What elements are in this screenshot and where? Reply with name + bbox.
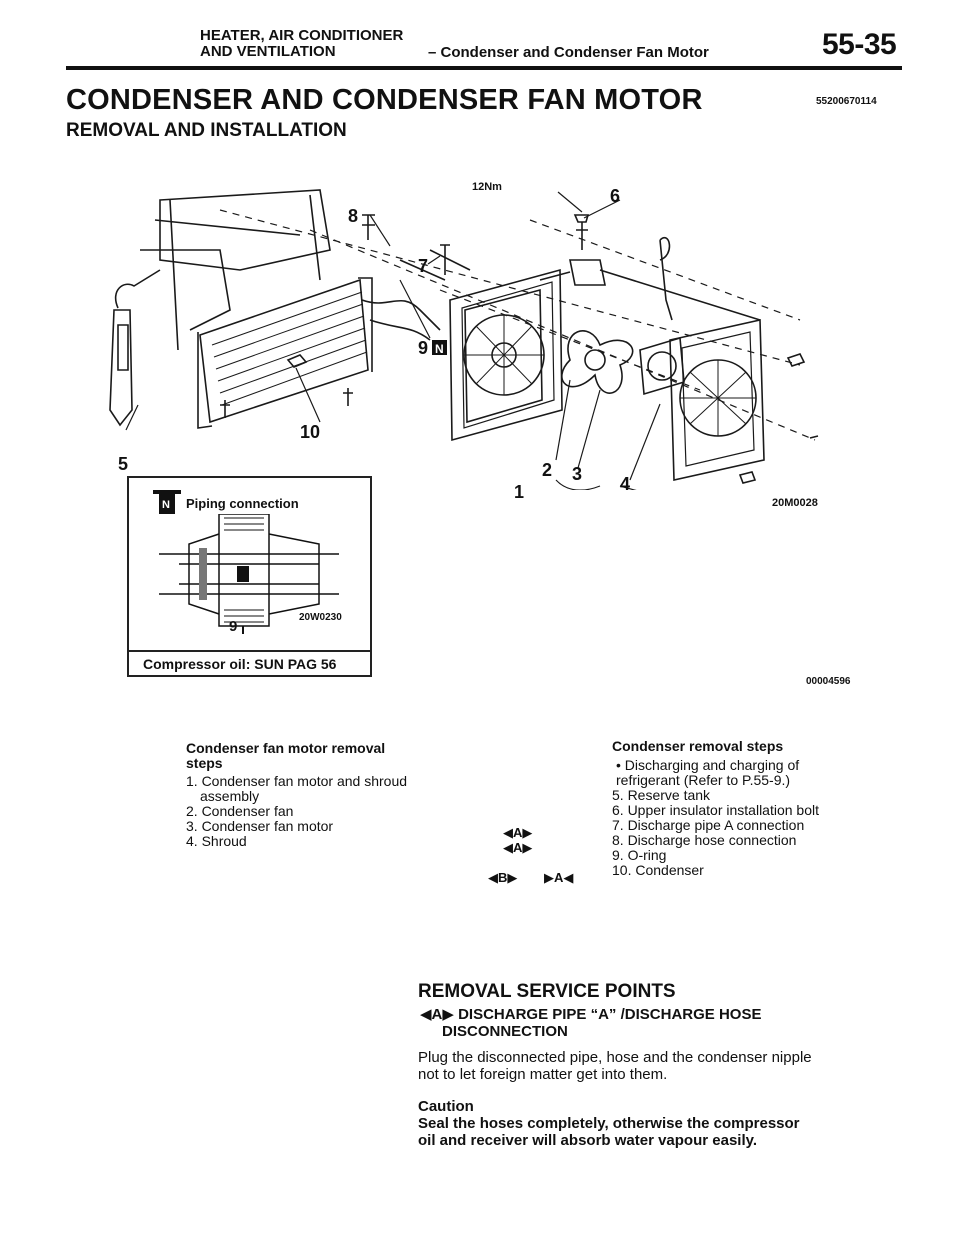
fan-motor-removal-steps: Condenser fan motor removal steps 1. Con… [186, 741, 407, 849]
callout-6: 6 [610, 186, 620, 206]
fan-shroud-rear [669, 319, 765, 481]
new-part-badge-icon: N [153, 490, 181, 514]
cond-step-item: 8. Discharge hose connection [612, 832, 797, 848]
page-title: CONDENSER AND CONDENSER FAN MOTOR [66, 84, 703, 116]
inset-part-number: 9 [229, 618, 238, 635]
service-mark-step-10-install: ▶A◀ [544, 870, 574, 885]
caution-line-2: oil and receiver will absorb water vapou… [418, 1132, 758, 1149]
bolt-6 [573, 214, 590, 250]
header-section-line2: AND VENTILATION [200, 43, 336, 60]
callout-8: 8 [348, 206, 358, 226]
cond-step-item: • Discharging and charging of [616, 757, 800, 773]
caution-block: Caution Seal the hoses completely, other… [418, 1098, 918, 1149]
service-point-line-2: DISCONNECTION [442, 1023, 568, 1040]
callout-torque: 12Nm [472, 181, 502, 193]
caution-label: Caution [418, 1098, 474, 1115]
cond-steps-heading: Condenser removal steps [612, 738, 784, 754]
inset-separator [129, 650, 370, 652]
cond-step-item: 5. Reserve tank [612, 787, 711, 803]
radiator-frame [449, 268, 563, 442]
callout-1: 1 [514, 482, 525, 502]
cond-step-item: 9. O-ring [612, 847, 667, 863]
piping-connection-inset: N Piping connection 9 20W0230 Compressor… [127, 476, 372, 677]
inset-code: 20W0230 [299, 612, 342, 623]
cond-step-item: 10. Condenser [612, 862, 704, 878]
discharge-pipe [361, 299, 441, 341]
cond-step-item: refrigerant (Refer to P.55-9.) [616, 772, 791, 788]
page-subtitle: REMOVAL AND INSTALLATION [66, 120, 347, 141]
fan-steps-heading-2: steps [186, 755, 223, 771]
callout-9-badge-box [432, 340, 447, 355]
bolt-8 [362, 214, 375, 240]
condenser-removal-steps: Condenser removal steps • Discharging an… [612, 739, 819, 878]
header-rule [66, 66, 902, 70]
fan-step-item: 4. Shroud [186, 833, 247, 849]
exploded-view-diagram: 12Nm 6 8 7 9 N 10 5 2 3 4 [109, 181, 819, 490]
fan-step-item: assembly [200, 788, 260, 804]
fan-step-item: 2. Condenser fan [186, 803, 294, 819]
fan-step-item: 3. Condenser fan motor [186, 818, 334, 834]
document-code: 55200670114 [816, 96, 877, 107]
cond-step-item: 6. Upper insulator installation bolt [612, 802, 820, 818]
service-mark-step-7: ◀A▶ [503, 825, 533, 840]
callout-9: 9 [418, 338, 428, 358]
service-body-line-1: Plug the disconnected pipe, hose and the… [418, 1049, 812, 1066]
cond-step-item: 7. Discharge pipe A connection [612, 817, 805, 833]
service-point-body: Plug the disconnected pipe, hose and the… [418, 1049, 918, 1083]
callout-10: 10 [300, 422, 320, 442]
header-section-line1: HEATER, AIR CONDITIONER [200, 27, 404, 44]
header-subsection: – Condenser and Condenser Fan Motor [428, 44, 709, 61]
condenser-fan [561, 330, 634, 394]
service-point-mark: ◀A▶ [420, 1006, 454, 1023]
fan-step-item: 1. Condenser fan motor and shroud [186, 773, 408, 789]
callout-3: 3 [572, 464, 582, 484]
header-section: HEATER, AIR CONDITIONER AND VENTILATION [200, 28, 403, 60]
inset-title: Piping connection [186, 496, 299, 511]
service-body-line-2: not to let foreign matter get into them. [418, 1066, 668, 1083]
bolt-7 [440, 244, 450, 275]
figure-footer-code: 00004596 [806, 676, 851, 687]
page-number: 55-35 [822, 28, 897, 61]
figure-code: 20M0028 [772, 497, 818, 509]
fan-motor [639, 336, 685, 396]
caution-line-1: Seal the hoses completely, otherwise the… [418, 1115, 800, 1132]
service-mark-step-10-removal: ◀B▶ [488, 870, 518, 885]
reserve-tank [109, 309, 133, 427]
callout-4: 4 [620, 474, 630, 490]
callout-9-badge: N [435, 342, 444, 356]
service-mark-step-8: ◀A▶ [503, 840, 533, 855]
callout-5: 5 [118, 454, 128, 474]
fan-steps-heading-1: Condenser fan motor removal [186, 740, 386, 756]
svg-text:N: N [162, 499, 170, 511]
compressor-oil-note: Compressor oil: SUN PAG 56 [143, 656, 337, 672]
service-point-item: ◀A▶ DISCHARGE PIPE “A” /DISCHARGE HOSE D… [420, 1006, 761, 1040]
service-point-line-1: DISCHARGE PIPE “A” /DISCHARGE HOSE [458, 1006, 762, 1023]
removal-service-points-title: REMOVAL SERVICE POINTS [418, 981, 676, 1002]
fan-shroud-front [464, 288, 543, 424]
callout-2: 2 [542, 460, 552, 480]
condenser-core [199, 278, 369, 424]
pipe-joint-cross-section [159, 514, 339, 634]
callout-7: 7 [418, 256, 428, 276]
